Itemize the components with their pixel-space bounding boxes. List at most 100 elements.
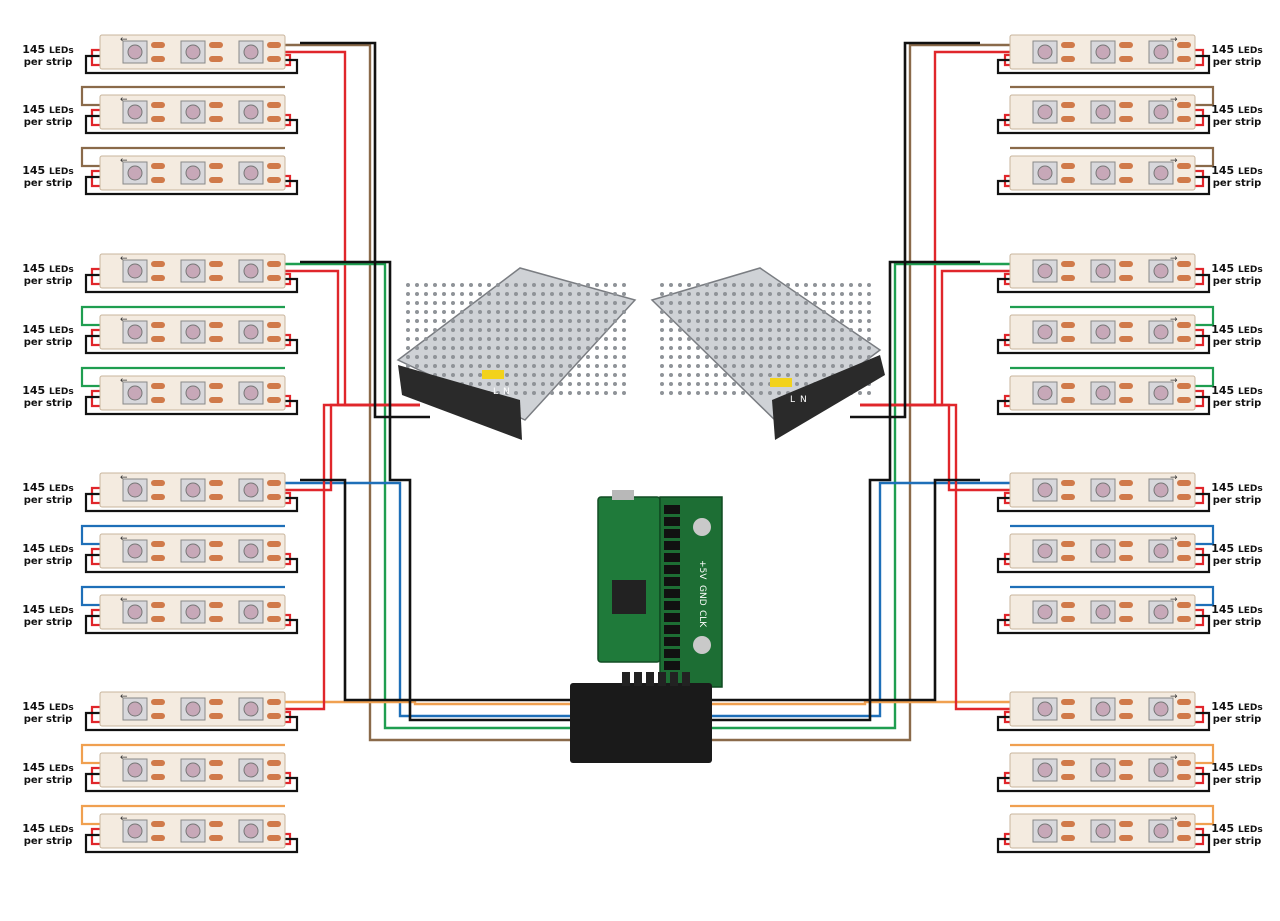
led-unit: LEDs <box>49 167 74 177</box>
vent-hole <box>669 337 673 341</box>
vent-hole <box>786 346 790 350</box>
per-strip-text: per strip <box>23 495 73 506</box>
vent-hole <box>750 283 754 287</box>
vent-hole <box>577 346 581 350</box>
led-strip: ← <box>99 253 286 289</box>
vent-hole <box>577 301 581 305</box>
vent-hole <box>795 319 799 323</box>
vent-hole <box>568 382 572 386</box>
vent-hole <box>750 364 754 368</box>
vent-hole <box>723 337 727 341</box>
led-lens <box>185 104 201 120</box>
vent-hole <box>849 346 853 350</box>
vent-hole <box>577 373 581 377</box>
arrow-icon: → <box>1170 254 1178 264</box>
solder-pad <box>1119 336 1133 342</box>
per-strip-text: per strip <box>1212 178 1262 189</box>
solder-pad <box>1177 336 1191 342</box>
vent-hole <box>433 337 437 341</box>
vent-hole <box>586 337 590 341</box>
vent-hole <box>741 355 745 359</box>
vent-hole <box>768 301 772 305</box>
solder-pad <box>1061 163 1075 169</box>
vent-hole <box>696 310 700 314</box>
header-pin <box>664 661 680 670</box>
vent-hole <box>559 310 563 314</box>
per-strip-text: per strip <box>23 117 73 128</box>
vent-hole <box>568 301 572 305</box>
vent-hole <box>741 346 745 350</box>
vent-hole <box>858 319 862 323</box>
vent-hole <box>559 355 563 359</box>
vent-hole <box>595 328 599 332</box>
vent-hole <box>424 355 428 359</box>
vent-hole <box>867 328 871 332</box>
vent-hole <box>858 391 862 395</box>
vent-hole <box>822 328 826 332</box>
vent-hole <box>660 319 664 323</box>
vent-hole <box>795 355 799 359</box>
vent-hole <box>669 373 673 377</box>
header-pin <box>664 577 680 586</box>
ground-wire <box>84 114 299 135</box>
ground-wire <box>996 711 1211 732</box>
vent-hole <box>478 301 482 305</box>
vent-hole <box>660 283 664 287</box>
vent-hole <box>822 346 826 350</box>
vent-hole <box>523 283 527 287</box>
vent-hole <box>424 292 428 296</box>
vent-hole <box>478 292 482 296</box>
vent-hole <box>741 337 745 341</box>
led-lens <box>1095 604 1111 620</box>
solder-pad <box>151 163 165 169</box>
vent-hole <box>696 301 700 305</box>
vent-hole <box>577 364 581 368</box>
solder-pad <box>209 397 223 403</box>
vent-hole <box>586 346 590 350</box>
led-count: 145 <box>1211 262 1239 275</box>
vent-hole <box>613 283 617 287</box>
per-strip-text: per strip <box>1212 714 1262 725</box>
vent-hole <box>442 328 446 332</box>
data-wire <box>1010 585 1215 607</box>
vent-hole <box>622 301 626 305</box>
vent-hole <box>750 355 754 359</box>
ground-wire <box>84 711 299 732</box>
vent-hole <box>550 364 554 368</box>
arrow-icon: ← <box>120 254 128 264</box>
vent-hole <box>750 391 754 395</box>
vent-hole <box>469 337 473 341</box>
solder-pad <box>151 760 165 766</box>
solder-pad <box>1119 602 1133 608</box>
vent-hole <box>460 319 464 323</box>
led-unit: LEDs <box>49 46 74 56</box>
solder-pad <box>1119 494 1133 500</box>
vent-hole <box>750 301 754 305</box>
solder-pad <box>209 821 223 827</box>
vent-hole <box>768 346 772 350</box>
solder-pad <box>1119 275 1133 281</box>
vent-hole <box>813 328 817 332</box>
vent-hole <box>487 382 491 386</box>
ground-bus <box>300 478 572 702</box>
vent-hole <box>460 328 464 332</box>
vent-hole <box>786 328 790 332</box>
solder-pad <box>267 177 281 183</box>
vent-hole <box>586 283 590 287</box>
vent-hole <box>669 301 673 305</box>
solder-pad <box>267 56 281 62</box>
vent-hole <box>505 283 509 287</box>
arrow-icon: ← <box>120 534 128 544</box>
vent-hole <box>604 382 608 386</box>
vent-hole <box>577 382 581 386</box>
vent-hole <box>795 373 799 377</box>
solder-pad <box>267 480 281 486</box>
vent-hole <box>532 373 536 377</box>
arrow-icon: ← <box>120 814 128 824</box>
vent-hole <box>786 301 790 305</box>
solder-pad <box>209 56 223 62</box>
solder-pad <box>151 821 165 827</box>
